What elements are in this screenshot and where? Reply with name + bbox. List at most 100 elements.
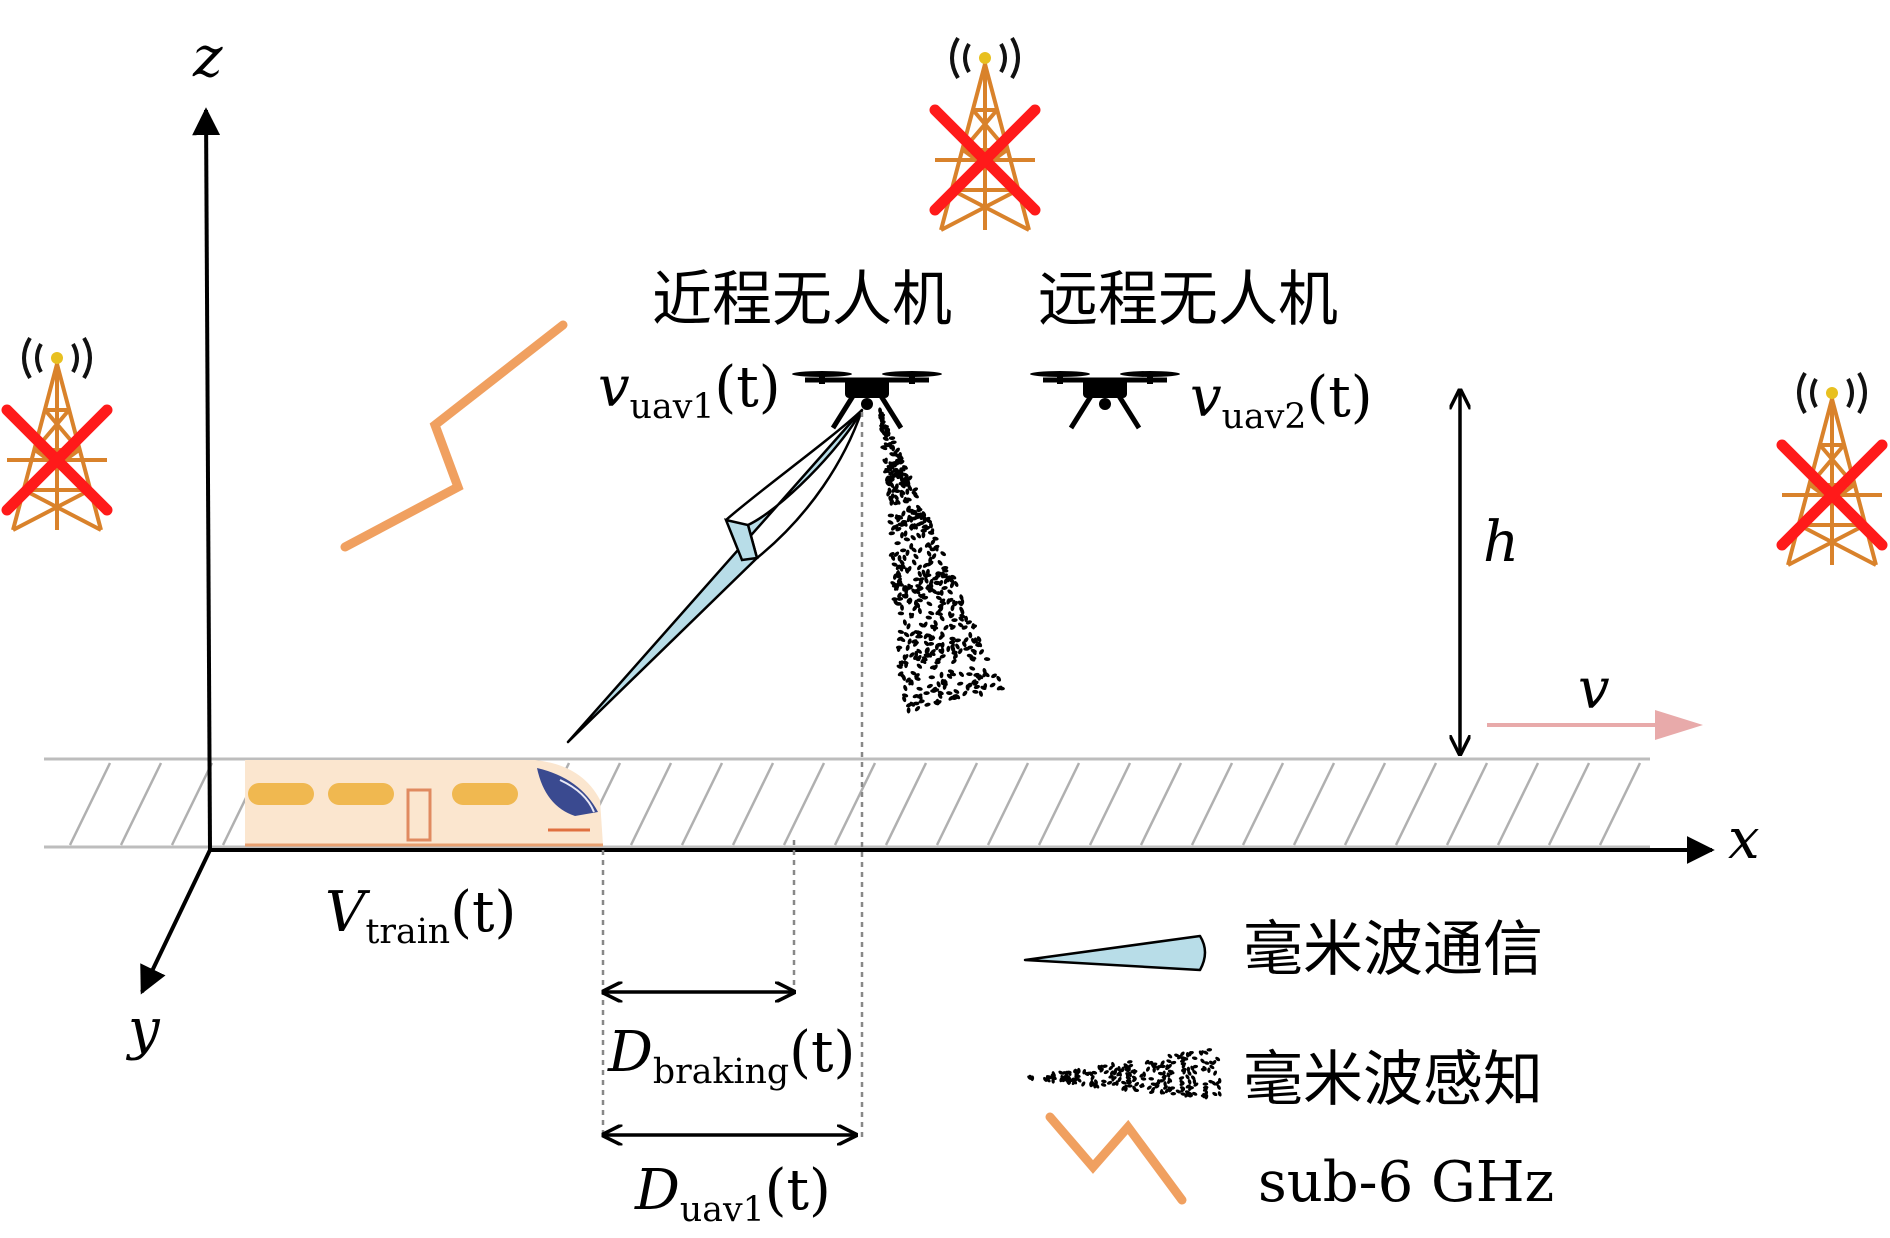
near-drone-label: 近程无人机 — [652, 265, 952, 335]
sensing-dot — [1215, 1056, 1221, 1062]
sensing-dot — [1178, 1076, 1185, 1080]
sensing-dot — [913, 553, 919, 560]
sensing-dot — [935, 571, 943, 576]
axis-label-z: z — [193, 25, 223, 90]
sensing-dot — [950, 604, 955, 612]
sensing-dot — [1170, 1091, 1177, 1096]
sensing-dot — [887, 520, 894, 525]
sensing-dot — [1076, 1077, 1082, 1083]
sensing-dot — [914, 676, 921, 681]
sensing-dot — [1111, 1076, 1117, 1081]
far-drone-speed-sub: uav2 — [1221, 397, 1307, 438]
sensing-dot — [895, 499, 901, 505]
sensing-dot — [922, 516, 927, 524]
sensing-dot — [977, 674, 982, 681]
sensing-dot — [1156, 1079, 1161, 1085]
sensing-dot — [1166, 1059, 1172, 1064]
height-label: h — [1483, 510, 1520, 575]
sensing-dot — [1167, 1078, 1172, 1084]
sensing-dot — [916, 587, 923, 592]
sensing-dot — [931, 589, 938, 594]
sensing-dot — [959, 606, 964, 613]
sensing-dot — [895, 602, 902, 606]
sensing-dot — [924, 702, 931, 707]
sensing-dot — [914, 673, 920, 679]
sensing-dot — [983, 683, 988, 690]
sensing-dot — [1156, 1065, 1160, 1071]
axis-label-y: y — [128, 997, 160, 1062]
sensing-dot — [1081, 1081, 1086, 1087]
sensing-dot — [901, 510, 906, 517]
sensing-dot — [1115, 1080, 1119, 1086]
sensing-dot — [894, 541, 901, 546]
sensing-dot — [897, 671, 904, 677]
sensing-dot — [933, 581, 940, 586]
sensing-dot — [1217, 1077, 1222, 1084]
sensing-dot — [952, 599, 956, 607]
sensing-dot — [953, 689, 960, 694]
sensing-dot — [983, 657, 991, 662]
sensing-dot — [976, 636, 982, 643]
sensing-dot — [971, 638, 976, 644]
sensing-dot — [1188, 1051, 1194, 1055]
sensing-dot — [922, 562, 929, 568]
sensing-dot — [1163, 1081, 1167, 1087]
sensing-dot — [897, 522, 904, 527]
sensing-dot — [899, 637, 906, 643]
sensing-dot — [891, 597, 898, 602]
sensing-dot — [916, 648, 922, 654]
train-speed-base: V — [325, 880, 366, 945]
sensing-dot — [1209, 1060, 1214, 1065]
sensing-dot — [972, 689, 979, 694]
sensing-dot — [909, 652, 915, 658]
sensing-dot — [1071, 1080, 1076, 1086]
sensing-dot — [949, 672, 957, 677]
sensing-dot — [1213, 1070, 1218, 1076]
legend-sub6-icon — [1045, 1112, 1187, 1205]
track-hatch-line — [119, 762, 163, 846]
sensing-dot — [941, 586, 948, 590]
sensing-dot — [966, 645, 974, 650]
sensing-dot — [991, 673, 997, 679]
sensing-dot — [1106, 1080, 1113, 1085]
track-hatch-line — [1292, 762, 1336, 846]
sensing-dot — [911, 639, 918, 644]
sensing-dot — [898, 459, 905, 465]
sensing-dot — [1108, 1065, 1114, 1071]
sensing-dot — [888, 461, 893, 468]
sensing-dot — [951, 650, 958, 655]
track-hatch-line — [1547, 762, 1591, 846]
sensing-dot — [1154, 1084, 1160, 1089]
tower-icon — [7, 338, 107, 530]
sensing-dot — [911, 547, 917, 553]
sensing-dot — [907, 584, 914, 590]
sensing-dot — [906, 597, 912, 604]
sensing-dot — [913, 577, 920, 582]
sensing-dot — [904, 567, 910, 574]
sensing-dot — [966, 682, 972, 688]
far-drone-speed-base: v — [1190, 365, 1222, 430]
sensing-dot — [1099, 1067, 1104, 1073]
sensing-dot — [913, 493, 919, 499]
sensing-dot — [940, 551, 947, 557]
sensing-dot — [914, 706, 921, 712]
sensing-dot — [958, 671, 965, 677]
sensing-dot — [1167, 1063, 1172, 1069]
sensing-dot — [918, 593, 925, 599]
sensing-dot — [913, 701, 920, 706]
sensing-dot — [1169, 1070, 1174, 1076]
coordinate-axes — [140, 107, 1715, 995]
track-hatch-line — [680, 762, 724, 846]
uav-distance-label: Duav1(t) — [635, 1163, 831, 1228]
sensing-dot — [960, 598, 965, 606]
sensing-dot — [909, 523, 914, 530]
sensing-dot — [938, 579, 944, 587]
sensing-dot — [901, 594, 908, 599]
near-drone-icon — [792, 371, 942, 428]
sensing-dot — [1177, 1054, 1182, 1060]
sensing-dot — [899, 559, 905, 566]
sensing-dot — [1193, 1082, 1199, 1087]
sensing-dot — [949, 582, 955, 589]
sensing-dot — [923, 633, 929, 640]
sensing-dot — [1067, 1075, 1072, 1081]
